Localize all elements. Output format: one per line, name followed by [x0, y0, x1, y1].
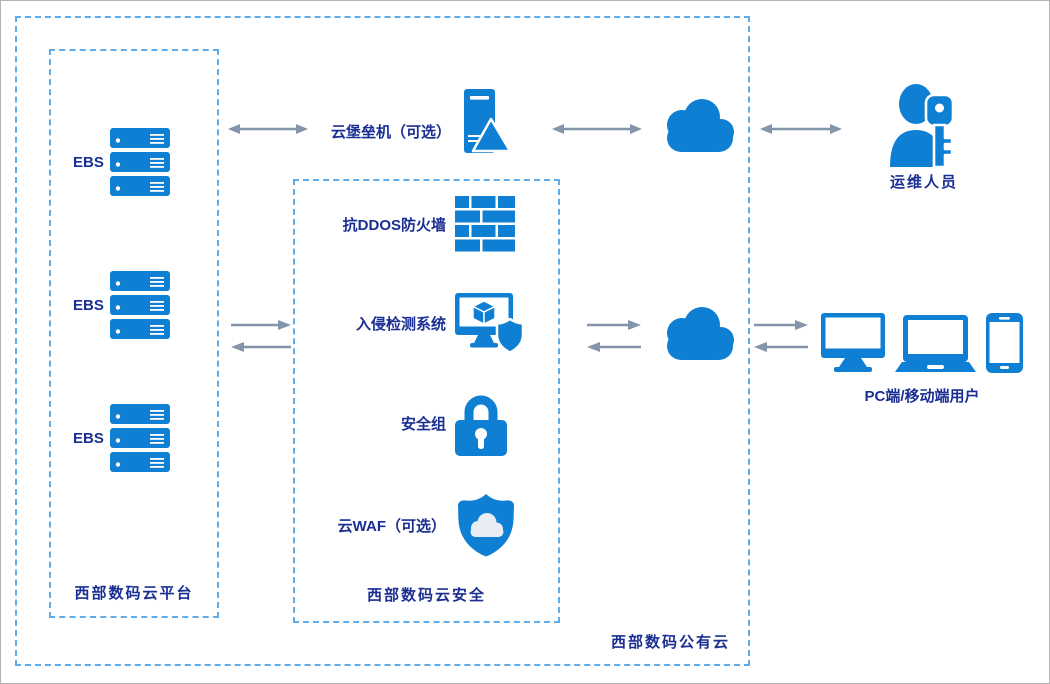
public-cloud-label: 西部数码公有云 [610, 634, 730, 651]
cloud-platform-label: 西部数码云平台 [74, 585, 194, 602]
right-arrow-icon [231, 320, 291, 330]
bastion-host-icon [464, 89, 511, 153]
ebs-label: EBS [73, 429, 104, 447]
right-arrow-icon [587, 320, 641, 330]
smartphone-icon [986, 313, 1023, 373]
security-group-label: 安全组 [400, 415, 446, 433]
double-arrow-icon [228, 124, 308, 134]
ebs-label: EBS [73, 153, 104, 171]
security-row: 入侵检测系统 [295, 293, 558, 354]
desktop-monitor-icon [821, 313, 885, 372]
cloud-icon [667, 99, 734, 152]
security-row: 云WAF（可选） [295, 491, 558, 559]
cloud-platform-box: 西部数码云平台 [49, 49, 219, 618]
waf-shield-cloud-icon [457, 494, 515, 557]
left-arrow-icon [231, 342, 291, 352]
security-row: 安全组 [295, 390, 558, 456]
bastion-host-label: 云堡垒机（可选） [331, 124, 452, 141]
pc-mobile-users-label: PC端/移动端用户 [864, 388, 980, 405]
cloud-security-box: 抗DDOS防火墙 入侵检测系统 [293, 179, 560, 623]
right-arrow-icon [754, 320, 808, 330]
firewall-brick-icon [455, 196, 515, 252]
double-arrow-icon [760, 124, 842, 134]
cloud-icon [667, 307, 734, 360]
security-group-lock-icon [455, 395, 507, 456]
intrusion-detection-label: 入侵检测系统 [355, 316, 446, 333]
ebs-server-group: EBS [73, 128, 170, 196]
double-arrow-icon [552, 124, 642, 134]
ops-person-key-icon [890, 84, 955, 167]
user-devices-group [821, 307, 1023, 373]
public-cloud-box: 西部数码公有云 [15, 16, 750, 666]
server-stack-icon [109, 404, 170, 472]
cloud-security-label: 西部数码云安全 [366, 587, 486, 604]
left-arrow-icon [754, 342, 808, 352]
ebs-server-group: EBS [73, 404, 170, 472]
waf-label: 云WAF（可选） [337, 517, 446, 535]
ebs-label: EBS [73, 296, 104, 314]
security-row: 抗DDOS防火墙 [295, 196, 558, 252]
ebs-server-group: EBS [73, 271, 170, 339]
ddos-firewall-label: 抗DDOS防火墙 [342, 216, 446, 234]
intrusion-detection-icon [455, 293, 525, 354]
laptop-icon [895, 315, 976, 372]
server-stack-icon [109, 128, 170, 196]
server-stack-icon [109, 271, 170, 339]
left-arrow-icon [587, 342, 641, 352]
ops-person-label: 运维人员 [889, 174, 958, 191]
